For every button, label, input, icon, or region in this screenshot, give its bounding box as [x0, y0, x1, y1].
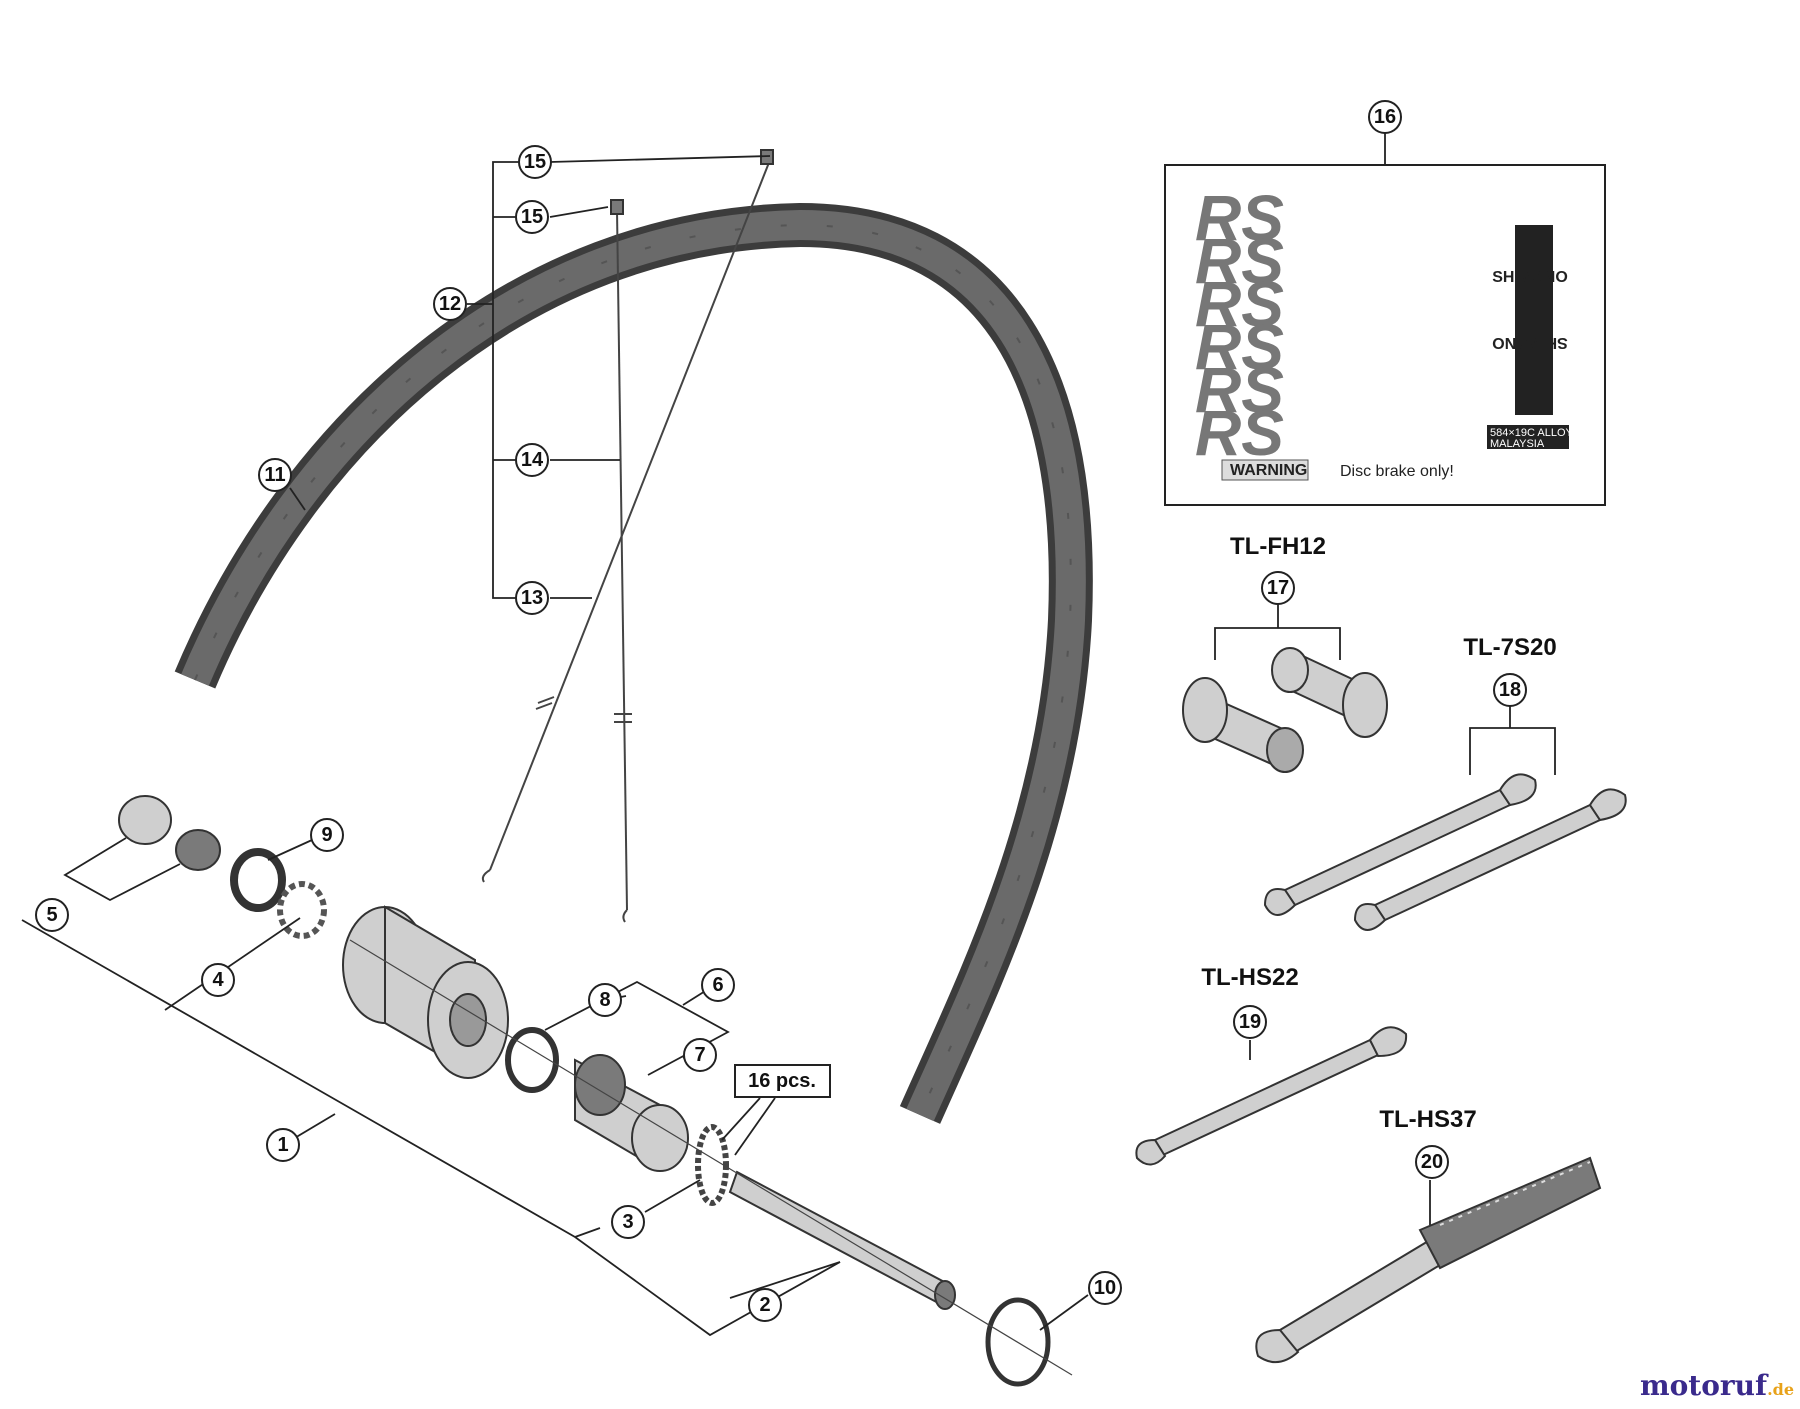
- svg-text:5: 5: [46, 904, 57, 926]
- spokes: [481, 149, 774, 923]
- part-label-15b[interactable]: 15: [515, 200, 549, 234]
- rs-logo: RS: [1195, 182, 1284, 254]
- svg-text:14: 14: [521, 449, 544, 471]
- svg-text:12: 12: [439, 293, 461, 315]
- part-label-13[interactable]: 13: [515, 581, 549, 615]
- svg-text:2: 2: [759, 1294, 770, 1316]
- part-label-11[interactable]: 11: [258, 458, 292, 492]
- tool-tl-fh12: TL-FH12: [1182, 533, 1388, 773]
- svg-text:10: 10: [1094, 1277, 1116, 1299]
- part-label-20[interactable]: 20: [1415, 1145, 1449, 1179]
- part-label-5[interactable]: 5: [35, 898, 69, 932]
- disc-brake-note: Disc brake only!: [1340, 463, 1454, 480]
- svg-text:19: 19: [1239, 1011, 1261, 1033]
- svg-text:4: 4: [212, 969, 224, 991]
- rs-logo: RS: [1195, 311, 1284, 383]
- rim-size-text: 584×19C ALLOY: [1490, 427, 1574, 439]
- part-label-6[interactable]: 6: [701, 968, 735, 1002]
- tool-tl-hs22: TL-HS22: [1135, 964, 1408, 1166]
- svg-text:13: 13: [521, 587, 543, 609]
- svg-text:8: 8: [599, 989, 610, 1011]
- part-label-17[interactable]: 17: [1261, 571, 1295, 605]
- shimano-decal: SHIMANO: [1492, 269, 1568, 286]
- part-label-1[interactable]: 1: [266, 1128, 300, 1162]
- rs-logo: RS: [1195, 225, 1284, 297]
- part-labels: 1 2 3 4 5 6 7 8 9 10 11 12 13 14 15 15 1…: [35, 100, 1527, 1322]
- svg-text:3: 3: [622, 1211, 633, 1233]
- part-label-15a[interactable]: 15: [518, 145, 552, 179]
- svg-text:7: 7: [694, 1044, 705, 1066]
- part-label-2[interactable]: 2: [748, 1288, 782, 1322]
- tool-title-7s20: TL-7S20: [1463, 634, 1556, 661]
- shimano-decal-mirrored: SHIMANO: [1492, 334, 1568, 351]
- warning-label: WARNING: [1230, 462, 1307, 479]
- spoke-nipple-icon: [610, 199, 624, 215]
- svg-text:15: 15: [524, 151, 546, 173]
- svg-text:1: 1: [277, 1134, 288, 1156]
- svg-text:16: 16: [1374, 106, 1396, 128]
- leader-lines: [21, 155, 1089, 1337]
- part-label-4[interactable]: 4: [201, 963, 235, 997]
- rs-logo-stack: RS RS RS RS RS RS: [1195, 182, 1284, 469]
- pcs-callout: 16 pcs.: [734, 1064, 831, 1098]
- part-label-12[interactable]: 12: [433, 287, 467, 321]
- svg-text:17: 17: [1267, 577, 1289, 599]
- rs-logo: RS: [1195, 397, 1284, 469]
- part-label-7[interactable]: 7: [683, 1038, 717, 1072]
- part-label-14[interactable]: 14: [515, 443, 549, 477]
- rim-origin-text: MALAYSIA: [1490, 438, 1545, 450]
- svg-text:20: 20: [1421, 1151, 1443, 1173]
- part-label-19[interactable]: 19: [1233, 1005, 1267, 1039]
- watermark-text: motoruf.de: [1640, 1369, 1794, 1402]
- tool-tl-7s20: TL-7S20: [1263, 634, 1627, 931]
- rim: [174, 202, 1093, 1124]
- part-label-18[interactable]: 18: [1493, 673, 1527, 707]
- tool-title-hs22: TL-HS22: [1201, 964, 1298, 991]
- pcs-text: 16 pcs.: [748, 1070, 816, 1092]
- tool-tl-hs37: TL-HS37: [1255, 1106, 1602, 1363]
- svg-text:15: 15: [521, 206, 543, 228]
- part-label-9[interactable]: 9: [310, 818, 344, 852]
- hub-assembly: [118, 795, 1073, 1387]
- rs-logo: RS: [1195, 268, 1284, 340]
- svg-text:6: 6: [712, 974, 723, 996]
- tool-title-hs37: TL-HS37: [1379, 1106, 1476, 1133]
- decal-sheet: RS RS RS RS RS RS SHIMANO SHIMANO 584×19…: [1164, 132, 1606, 506]
- part-label-16[interactable]: 16: [1368, 100, 1402, 134]
- watermark: motoruf.de: [1640, 1369, 1794, 1402]
- svg-text:11: 11: [264, 464, 285, 486]
- svg-text:9: 9: [321, 824, 332, 846]
- rs-logo: RS: [1195, 354, 1284, 426]
- part-label-8[interactable]: 8: [588, 983, 622, 1017]
- part-label-3[interactable]: 3: [611, 1205, 645, 1239]
- part-label-10[interactable]: 10: [1088, 1271, 1122, 1305]
- tool-title-fh12: TL-FH12: [1230, 533, 1326, 560]
- svg-text:18: 18: [1499, 679, 1521, 701]
